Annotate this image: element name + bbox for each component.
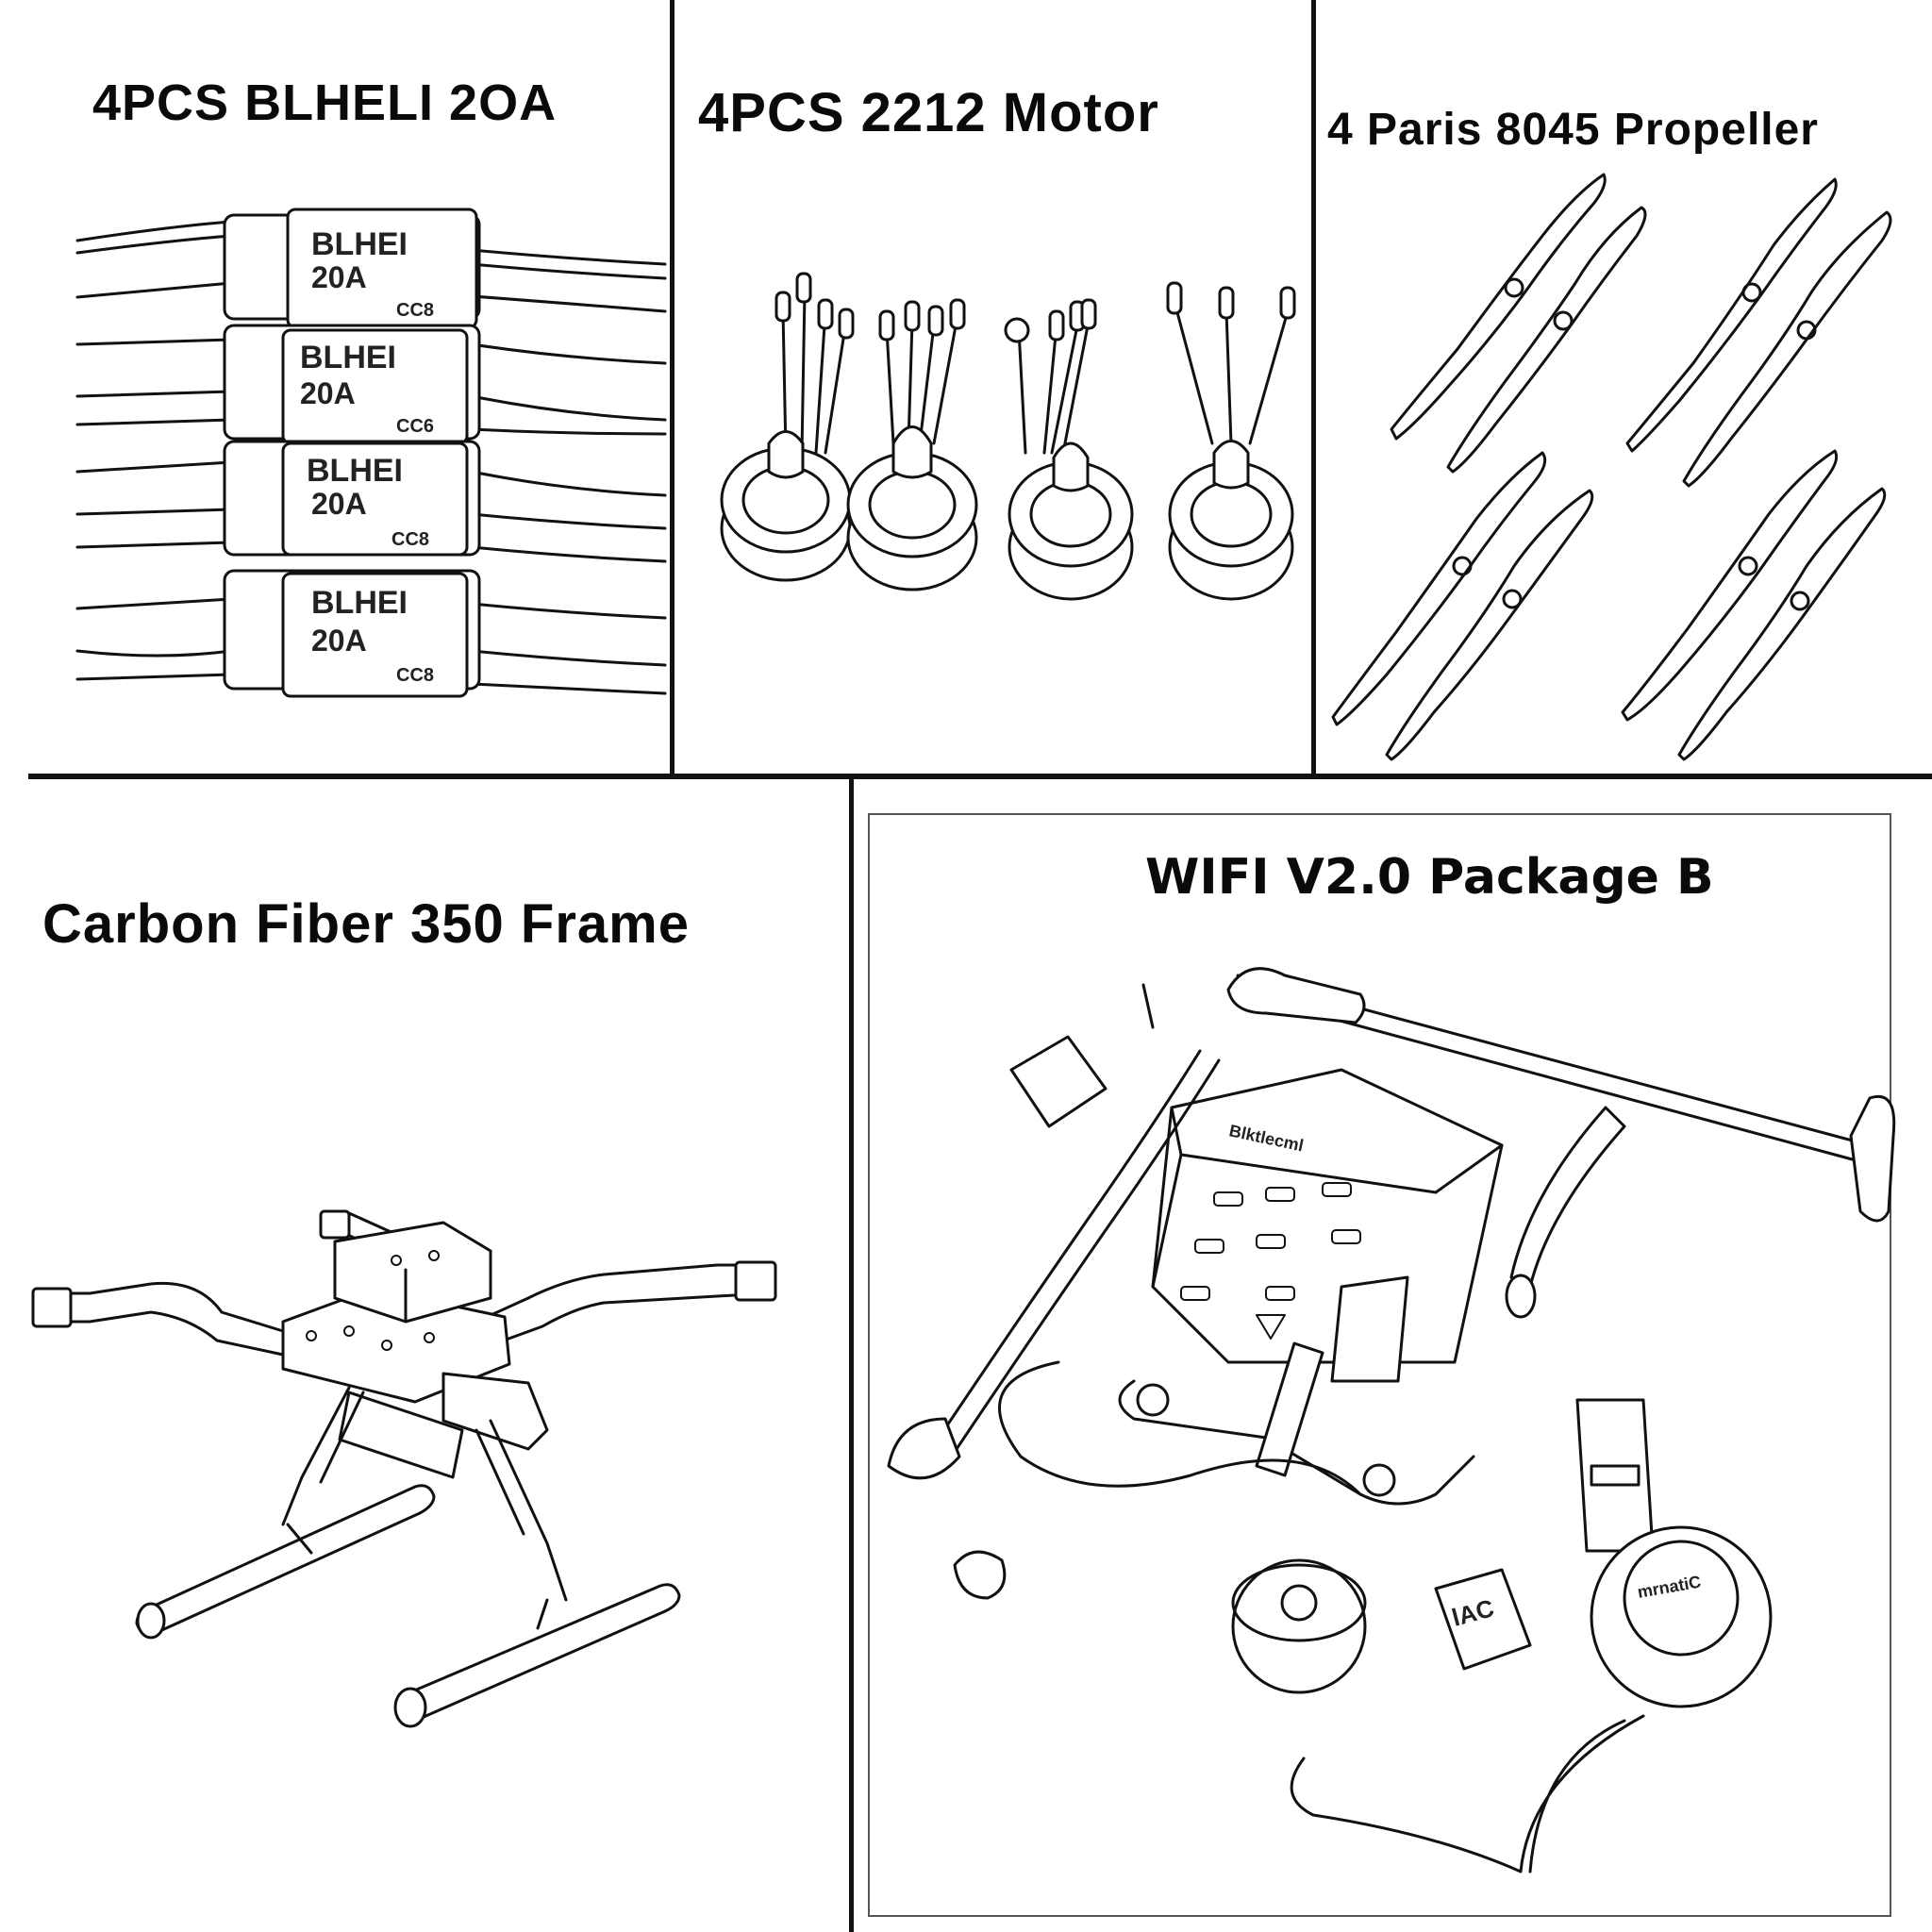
frame-panel: Carbon Fiber 350 Frame	[0, 779, 849, 1932]
package-panel: WIFI V2.0 Package B Blktlecml	[868, 813, 1896, 1917]
motor-unit-3	[1004, 298, 1134, 601]
esc-title: 4PCS BLHELI 2OA	[92, 75, 558, 131]
propeller-title: 4 Paris 8045 Propeller	[1327, 105, 1819, 155]
motor-illustration	[720, 272, 1296, 601]
esc-rating-3: 20A	[311, 487, 367, 521]
esc-brand-1: BLHEI	[311, 226, 408, 262]
motor-panel: 4PCS 2212 Motor	[675, 0, 1311, 774]
esc-panel: 4PCS BLHELI 2OA BLHEI 20A CC8 BLHEI 20A …	[0, 0, 670, 774]
propeller-panel: 4 Paris 8045 Propeller	[1316, 0, 1932, 774]
frame-title: Carbon Fiber 350 Frame	[42, 893, 690, 955]
esc-rating-4: 20A	[311, 624, 367, 658]
esc-mark-1: CC8	[396, 300, 434, 321]
esc-mark-2: CC6	[396, 416, 434, 437]
propeller-illustration	[1331, 173, 1892, 761]
divider-top-right	[1311, 0, 1316, 774]
divider-bottom	[849, 779, 854, 1932]
motor-unit-2	[846, 298, 978, 591]
motor-title: 4PCS 2212 Motor	[698, 82, 1159, 143]
motor-unit-1	[720, 272, 855, 582]
motor-unit-4	[1166, 281, 1296, 601]
esc-brand-4: BLHEI	[311, 585, 408, 621]
package-title: WIFI V2.0 Package B	[1145, 849, 1714, 906]
esc-unit-1: BLHEI 20A CC8	[75, 208, 667, 329]
esc-mark-3: CC8	[391, 529, 429, 550]
divider-horizontal	[28, 774, 1932, 779]
package-illustration: Blktlecml lAC	[887, 967, 1896, 1874]
esc-unit-2: BLHEI 20A CC6	[75, 324, 667, 445]
esc-unit-4: BLHEI 20A CC8	[75, 569, 667, 698]
esc-mark-4: CC8	[396, 665, 434, 686]
divider-top-left	[670, 0, 675, 774]
propeller-3	[1331, 451, 1594, 761]
esc-brand-3: BLHEI	[307, 453, 403, 489]
esc-rating-2: 20A	[300, 376, 356, 410]
propeller-2	[1625, 177, 1892, 488]
esc-rating-1: 20A	[311, 260, 367, 294]
propeller-1	[1390, 173, 1647, 474]
esc-unit-3: BLHEI 20A CC8	[75, 440, 667, 563]
frame-illustration	[31, 1209, 777, 1728]
propeller-4	[1621, 449, 1887, 761]
esc-illustration: BLHEI 20A CC8 BLHEI 20A CC6 BLHEI 20A CC	[75, 208, 667, 698]
esc-brand-2: BLHEI	[300, 340, 396, 375]
